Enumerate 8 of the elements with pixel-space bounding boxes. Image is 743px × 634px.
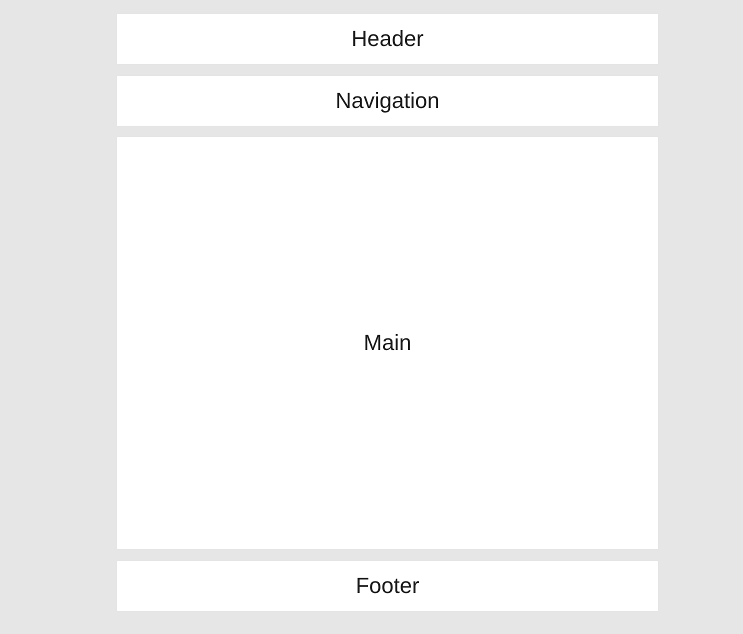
- layout-section-box: [117, 14, 658, 64]
- section-label: Navigation: [336, 88, 440, 114]
- layout-section-box: [117, 561, 658, 611]
- section-label: Main: [364, 330, 412, 356]
- layout-section-box: [117, 137, 658, 549]
- section-label: Footer: [356, 572, 420, 600]
- layout-section-box: [117, 76, 658, 126]
- section-label: Header: [351, 26, 424, 52]
